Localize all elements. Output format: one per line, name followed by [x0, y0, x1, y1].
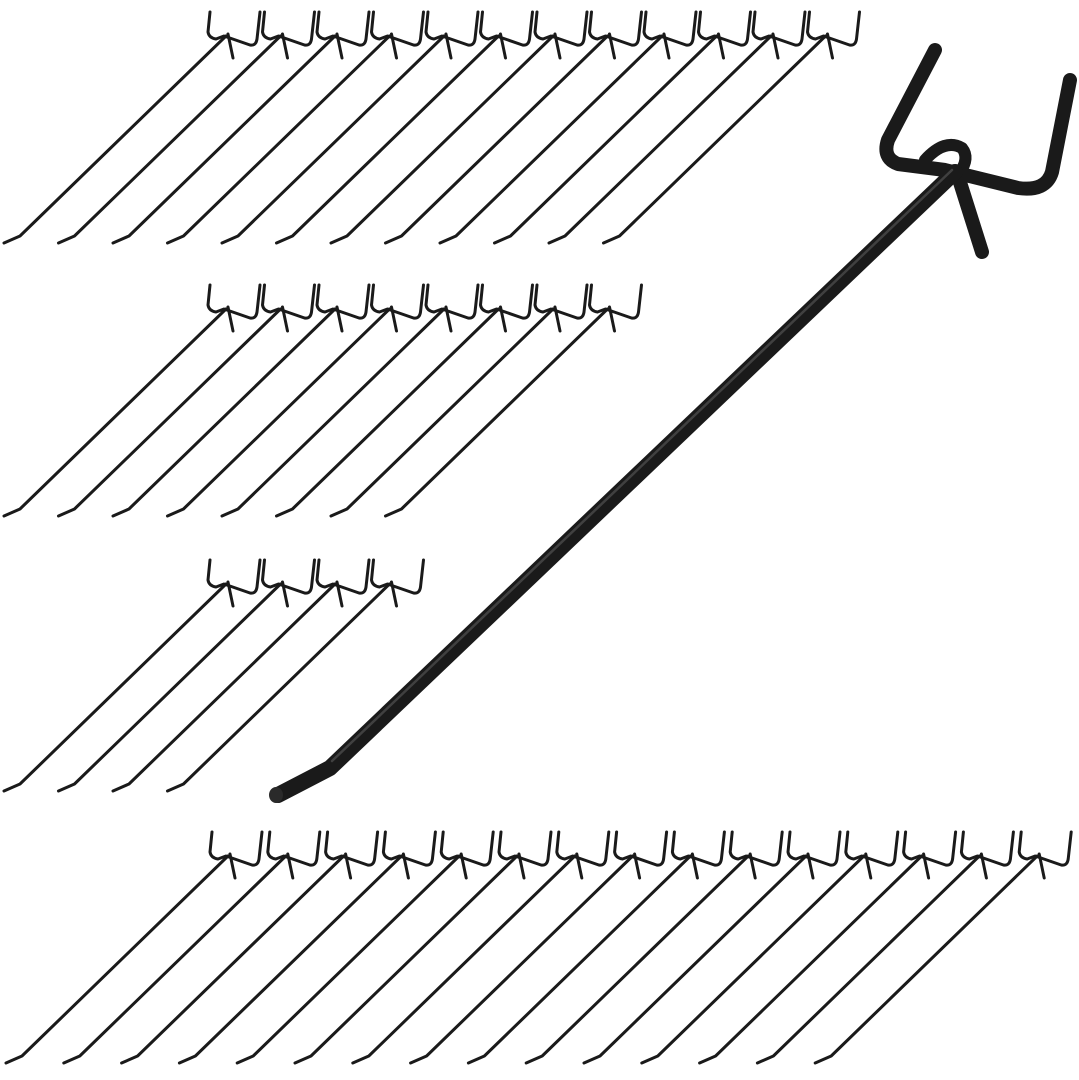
- small-hook: [602, 10, 861, 245]
- small-hook: [438, 10, 698, 245]
- small-hook: [275, 10, 534, 245]
- small-hook: [166, 10, 425, 245]
- small-hook: [275, 283, 534, 518]
- small-hook: [2, 10, 262, 245]
- small-hook: [2, 283, 262, 518]
- small-hook: [329, 283, 589, 518]
- row-2: [2, 283, 643, 518]
- small-hook: [111, 558, 371, 793]
- small-hook: [351, 830, 611, 1065]
- small-hook: [547, 10, 807, 245]
- small-hook: [493, 10, 752, 245]
- small-hook: [235, 830, 495, 1065]
- small-hook: [120, 830, 380, 1065]
- small-hook: [698, 830, 958, 1065]
- row-1: [2, 10, 861, 245]
- small-hook: [111, 283, 371, 518]
- small-hook: [384, 10, 643, 245]
- small-hook: [57, 10, 316, 245]
- small-hook: [384, 283, 643, 518]
- row-4: [4, 830, 1073, 1065]
- small-hook: [293, 830, 553, 1065]
- small-hook: [813, 830, 1073, 1065]
- row-3: [2, 558, 425, 793]
- small-hook: [220, 10, 480, 245]
- small-hook: [409, 830, 669, 1065]
- small-hook: [4, 830, 264, 1065]
- small-hook: [62, 830, 322, 1065]
- small-hook: [220, 283, 480, 518]
- small-hook: [755, 830, 1015, 1065]
- small-hook: [582, 830, 842, 1065]
- small-hook: [111, 10, 371, 245]
- large-hook: [269, 43, 1077, 803]
- small-hook: [329, 10, 589, 245]
- hook-rows: [2, 10, 1073, 1065]
- featured-hook-group: [269, 43, 1077, 803]
- small-hook: [640, 830, 900, 1065]
- small-hook: [466, 830, 726, 1065]
- small-hook: [57, 283, 316, 518]
- small-hook: [524, 830, 784, 1065]
- small-hook: [2, 558, 262, 793]
- small-hook: [166, 558, 425, 793]
- small-hook: [57, 558, 316, 793]
- small-hook: [177, 830, 437, 1065]
- small-hook: [166, 283, 425, 518]
